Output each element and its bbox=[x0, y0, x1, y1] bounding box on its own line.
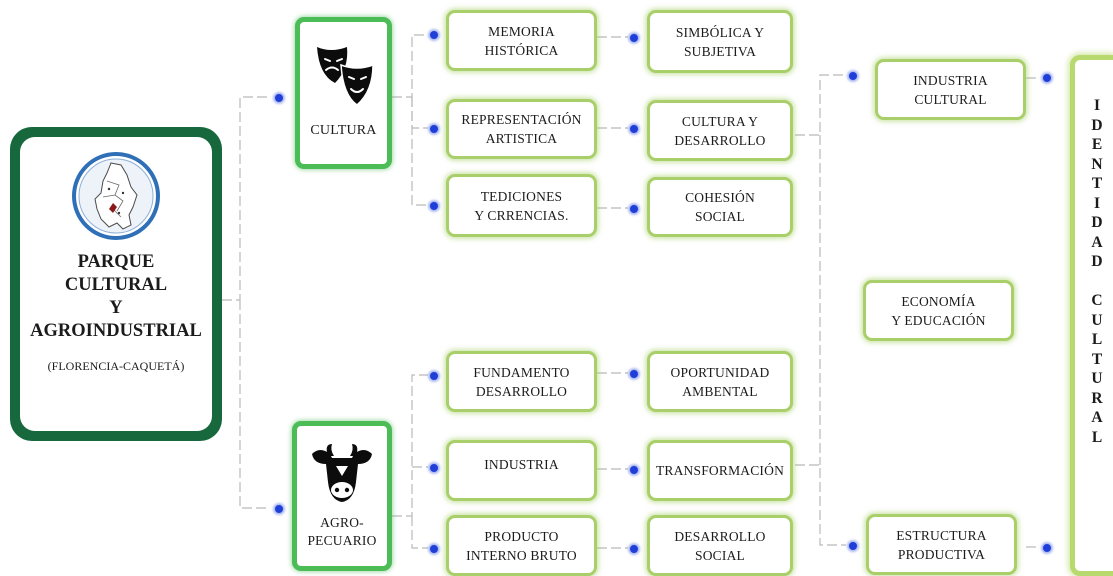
node-label: REPRESENTACIÓN ARTISTICA bbox=[461, 112, 582, 146]
node-label: OPORTUNIDAD AMBENTAL bbox=[670, 364, 770, 399]
identidad-cultural-label: I D E N T I D A D C U L T U R A L bbox=[1091, 97, 1103, 446]
node-label: TEDICIONES Y CRRENCIAS. bbox=[474, 188, 569, 223]
root-subtitle: (FLORENCIA-CAQUETÁ) bbox=[47, 359, 185, 373]
theatre-masks-icon bbox=[316, 46, 374, 106]
connector-dot bbox=[429, 463, 439, 473]
connector-dot bbox=[429, 371, 439, 381]
branch-cultura[interactable]: CULTURA bbox=[295, 17, 392, 169]
node-label: SIMBÓLICA Y SUBJETIVA bbox=[675, 24, 765, 59]
root-title: PARQUE CULTURAL Y AGROINDUSTRIAL bbox=[30, 252, 202, 341]
node-cohesion-social[interactable]: COHESIÓN SOCIAL bbox=[647, 177, 793, 237]
branch-agropecuario-label: AGRO- PECUARIO bbox=[307, 515, 377, 548]
caqueta-map-emblem-icon bbox=[72, 152, 160, 240]
connector-dot bbox=[629, 465, 639, 475]
node-producto-interno-bruto[interactable]: PRODUCTO INTERNO BRUTO bbox=[446, 515, 597, 576]
node-label: ESTRUCTURA PRODUCTIVA bbox=[896, 527, 987, 562]
connector-dot bbox=[1042, 73, 1052, 83]
node-label: DESARROLLO SOCIAL bbox=[674, 528, 766, 563]
connector-dot bbox=[629, 204, 639, 214]
node-fundamento-desarrollo[interactable]: FUNDAMENTO DESARROLLO bbox=[446, 351, 597, 412]
node-label: CULTURA Y DESARROLLO bbox=[674, 113, 766, 148]
connector-dot bbox=[274, 93, 284, 103]
branch-cultura-label: CULTURA bbox=[310, 122, 377, 138]
connector-dot bbox=[629, 33, 639, 43]
node-label: FUNDAMENTO DESARROLLO bbox=[473, 364, 570, 399]
node-transformacion[interactable]: TRANSFORMACIÓN bbox=[647, 440, 793, 501]
node-desarrollo-social[interactable]: DESARROLLO SOCIAL bbox=[647, 515, 793, 576]
branch-agropecuario[interactable]: AGRO- PECUARIO bbox=[292, 421, 392, 571]
connector-dot bbox=[274, 504, 284, 514]
node-industria[interactable]: INDUSTRIA bbox=[446, 440, 597, 501]
node-label: TRANSFORMACIÓN bbox=[655, 463, 785, 478]
connector-dot bbox=[848, 71, 858, 81]
node-estructura-productiva[interactable]: ESTRUCTURA PRODUCTIVA bbox=[866, 514, 1017, 575]
node-label: INDUSTRIA CULTURAL bbox=[913, 72, 988, 107]
node-memoria-historica[interactable]: MEMORIA HISTÓRICA bbox=[446, 10, 597, 71]
connector-dot bbox=[429, 124, 439, 134]
node-simbolica-subjetiva[interactable]: SIMBÓLICA Y SUBJETIVA bbox=[647, 10, 793, 73]
root-node[interactable]: PARQUE CULTURAL Y AGROINDUSTRIAL (FLOREN… bbox=[10, 127, 222, 441]
connector-dot bbox=[629, 124, 639, 134]
node-industria-cultural[interactable]: INDUSTRIA CULTURAL bbox=[875, 59, 1026, 120]
connector-dot bbox=[429, 544, 439, 554]
node-oportunidad-ambental[interactable]: OPORTUNIDAD AMBENTAL bbox=[647, 351, 793, 412]
identidad-cultural-box[interactable] bbox=[1070, 55, 1113, 576]
node-label: COHESIÓN SOCIAL bbox=[685, 190, 755, 224]
node-label: INDUSTRIA bbox=[484, 457, 559, 472]
node-economia-educacion[interactable]: ECONOMÍA Y EDUCACIÓN bbox=[863, 280, 1014, 341]
connector-dot bbox=[629, 544, 639, 554]
connector-dot bbox=[629, 369, 639, 379]
node-representacion-artistica[interactable]: REPRESENTACIÓN ARTISTICA bbox=[446, 99, 597, 159]
connector-dot bbox=[848, 541, 858, 551]
node-label: MEMORIA HISTÓRICA bbox=[484, 23, 559, 58]
connector-dot bbox=[429, 201, 439, 211]
cow-head-icon bbox=[312, 444, 372, 502]
connector-dot bbox=[1042, 543, 1052, 553]
node-label: PRODUCTO INTERNO BRUTO bbox=[466, 528, 577, 563]
node-cultura-desarrollo[interactable]: CULTURA Y DESARROLLO bbox=[647, 100, 793, 161]
node-tradiciones-creencias[interactable]: TEDICIONES Y CRRENCIAS. bbox=[446, 174, 597, 237]
node-label: ECONOMÍA Y EDUCACIÓN bbox=[891, 293, 986, 328]
connector-dot bbox=[429, 30, 439, 40]
